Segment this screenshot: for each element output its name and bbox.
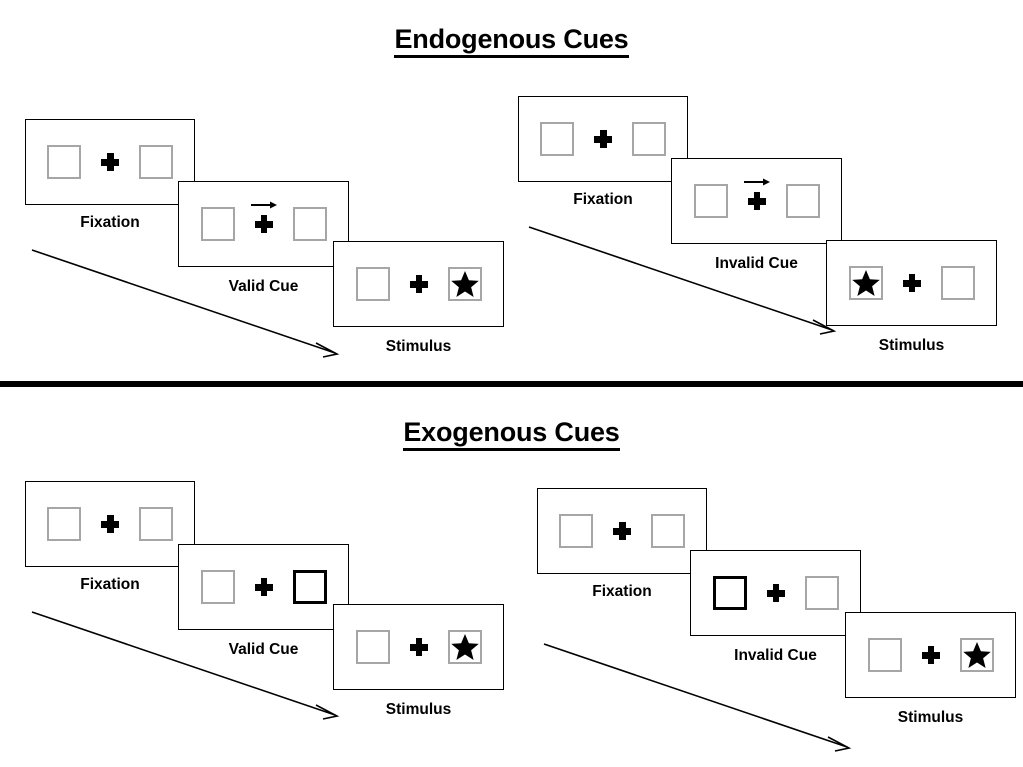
- frame-endogenous-invalid-fixation: [518, 96, 688, 182]
- placeholder-box-right: [785, 184, 820, 218]
- caption-exogenous-invalid-stimulus: Stimulus: [897, 709, 964, 726]
- placeholder-box-left-with-target: [848, 266, 883, 300]
- frame-content: [693, 178, 820, 218]
- exogenous-valid-timeline-arrow: [30, 607, 350, 727]
- arrow-right-cue-icon: [250, 200, 277, 210]
- frame-content: [848, 266, 975, 300]
- frame-content: [540, 122, 666, 156]
- section-endogenous: Endogenous Cues Fixation: [0, 24, 1023, 365]
- arrow-right-cue-icon: [743, 177, 770, 187]
- frame-content: [712, 576, 839, 610]
- caption-endogenous-invalid-cue: Invalid Cue: [715, 255, 798, 272]
- section-title-exogenous-text: Exogenous Cues: [403, 418, 620, 452]
- frame-exogenous-invalid-fixation: [537, 488, 707, 574]
- placeholder-box-right-with-target: [447, 630, 482, 664]
- frame-content: [200, 201, 327, 241]
- placeholder-box-left: [540, 122, 574, 156]
- placeholder-box-left: [200, 570, 235, 604]
- frame-content: [355, 630, 482, 664]
- section-exogenous: Exogenous Cues Fixation Valid Cue: [0, 392, 1023, 767]
- frame-content: [200, 570, 327, 604]
- frame-content: [559, 514, 685, 548]
- frame-exogenous-valid-stimulus: [333, 604, 504, 690]
- section-title-exogenous: Exogenous Cues: [0, 417, 1023, 452]
- placeholder-box-left: [355, 630, 390, 664]
- fixation-cross-icon: [250, 201, 277, 233]
- fixation-cross-icon: [921, 646, 940, 664]
- placeholder-box-left: [693, 184, 728, 218]
- placeholder-box-right-with-target: [959, 638, 994, 672]
- frame-endogenous-valid-stimulus: [333, 241, 504, 327]
- frame-endogenous-invalid-cue: [671, 158, 842, 244]
- placeholder-box-left: [867, 638, 902, 672]
- fixation-cross-icon: [766, 584, 785, 602]
- fixation-cross-icon: [101, 153, 119, 171]
- frame-exogenous-valid-cue: [178, 544, 349, 630]
- frame-exogenous-valid-fixation: [25, 481, 195, 567]
- fixation-cross-icon: [902, 274, 921, 292]
- star-target-icon: [851, 270, 880, 296]
- placeholder-box-right: [292, 207, 327, 241]
- section-title-endogenous: Endogenous Cues: [0, 24, 1023, 59]
- frame-content: [867, 638, 994, 672]
- star-target-icon: [962, 642, 991, 668]
- star-target-icon: [450, 271, 479, 297]
- flashed-cue-box-right: [292, 570, 327, 604]
- frame-content: [47, 507, 173, 541]
- fixation-cross-icon: [101, 515, 119, 533]
- placeholder-box-left: [47, 145, 81, 179]
- placeholder-box-right: [632, 122, 666, 156]
- caption-endogenous-valid-fixation: Fixation: [80, 214, 140, 231]
- caption-exogenous-valid-cue: Valid Cue: [228, 641, 299, 658]
- fixation-cross-icon: [254, 578, 273, 596]
- caption-endogenous-valid-stimulus: Stimulus: [385, 338, 452, 355]
- caption-endogenous-invalid-fixation: Fixation: [573, 191, 633, 208]
- frame-endogenous-valid-fixation: [25, 119, 195, 205]
- fixation-cross-icon: [594, 130, 612, 148]
- placeholder-box-left: [355, 267, 390, 301]
- placeholder-box-left: [200, 207, 235, 241]
- placeholder-box-right-with-target: [447, 267, 482, 301]
- fixation-cross-icon: [613, 522, 631, 540]
- section-divider: [0, 381, 1023, 387]
- fixation-cross-icon: [409, 275, 428, 293]
- placeholder-box-right: [651, 514, 685, 548]
- frame-content: [355, 267, 482, 301]
- caption-exogenous-valid-fixation: Fixation: [80, 576, 140, 593]
- star-target-icon: [450, 634, 479, 660]
- caption-endogenous-valid-cue: Valid Cue: [228, 278, 299, 295]
- fixation-cross-icon: [743, 178, 770, 210]
- frame-endogenous-invalid-stimulus: [826, 240, 997, 326]
- placeholder-box-right: [139, 145, 173, 179]
- frame-exogenous-invalid-stimulus: [845, 612, 1016, 698]
- endogenous-valid-timeline-arrow: [30, 245, 350, 365]
- caption-exogenous-invalid-fixation: Fixation: [592, 583, 652, 600]
- placeholder-box-left: [47, 507, 81, 541]
- placeholder-box-left: [559, 514, 593, 548]
- placeholder-box-right: [139, 507, 173, 541]
- caption-exogenous-valid-stimulus: Stimulus: [385, 701, 452, 718]
- endogenous-invalid-timeline-arrow: [527, 222, 847, 342]
- fixation-cross-icon: [409, 638, 428, 656]
- caption-exogenous-invalid-cue: Invalid Cue: [734, 647, 817, 664]
- frame-endogenous-valid-cue: [178, 181, 349, 267]
- frame-exogenous-invalid-cue: [690, 550, 861, 636]
- flashed-cue-box-left: [712, 576, 747, 610]
- placeholder-box-right: [940, 266, 975, 300]
- exogenous-invalid-timeline-arrow: [542, 639, 862, 759]
- section-title-endogenous-text: Endogenous Cues: [394, 25, 629, 59]
- frame-content: [47, 145, 173, 179]
- caption-endogenous-invalid-stimulus: Stimulus: [878, 337, 945, 354]
- placeholder-box-right: [804, 576, 839, 610]
